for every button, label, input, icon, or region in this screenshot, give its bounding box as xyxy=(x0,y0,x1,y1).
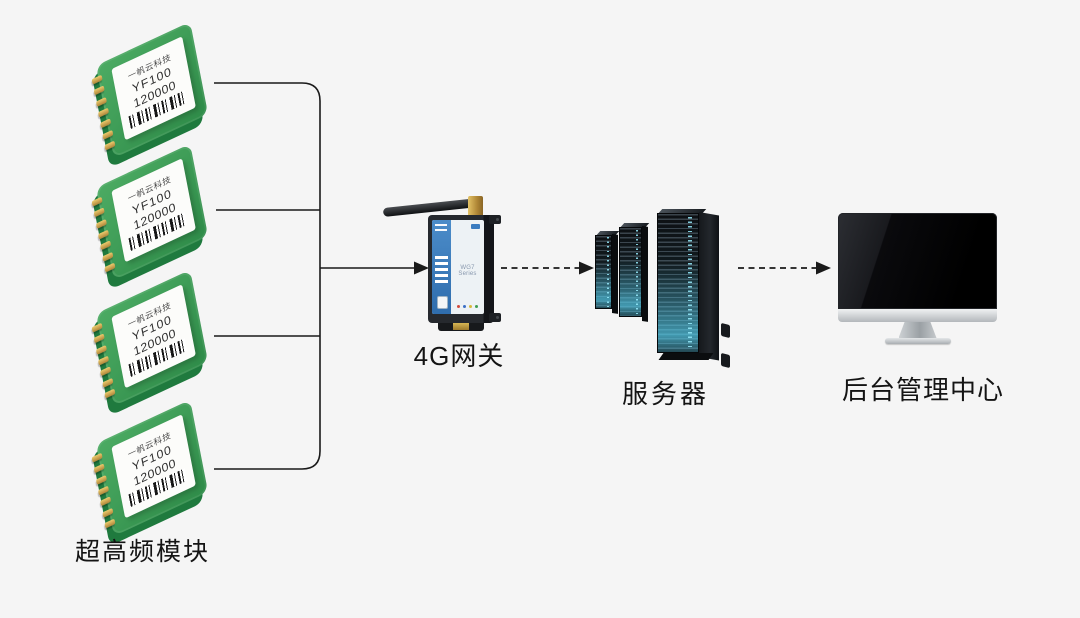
uhf-module-graphic: 一帆云科技 YF100 120000 xyxy=(91,143,209,290)
gateway-blue-stripe xyxy=(432,220,451,314)
tower-front xyxy=(595,235,612,309)
tower-side xyxy=(642,226,648,322)
gateway-model-text: WG7 Series xyxy=(458,265,477,277)
caption-server: 服务器 xyxy=(621,379,709,409)
uhf-module-4: 一帆云科技 YF100 120000 xyxy=(90,399,214,546)
mounting-tab xyxy=(489,313,501,322)
tower-side xyxy=(612,234,618,314)
uhf-module-3: 一帆云科技 YF100 120000 xyxy=(90,269,214,416)
caption-4g-gateway: 4G网关 xyxy=(413,341,505,371)
uhf-module-1: 一帆云科技 YF100 120000 xyxy=(90,21,214,168)
led-yellow xyxy=(469,305,472,308)
stripe-bars xyxy=(435,256,448,283)
server-tower-3 xyxy=(657,209,730,369)
bus-bracket-line xyxy=(214,82,321,470)
serial-port-icon xyxy=(437,296,448,309)
monitor-chin xyxy=(838,309,997,322)
arrow-gateway-to-server xyxy=(501,261,594,275)
caption-management-center: 后台管理中心 xyxy=(841,375,1004,405)
tower-side xyxy=(699,212,719,361)
tower-front xyxy=(657,213,699,353)
server-tower-2 xyxy=(619,223,650,322)
management-monitor xyxy=(838,213,997,344)
arrow-modules-to-gateway xyxy=(320,261,429,275)
stripe-text-marks xyxy=(435,224,447,232)
rack-foot xyxy=(721,352,730,369)
gateway-bottom-connector xyxy=(438,322,484,331)
tower-front xyxy=(619,227,642,317)
arrow-server-to-management xyxy=(738,261,831,275)
gateway-4g-device: WG7 Series xyxy=(428,215,501,323)
led-green xyxy=(475,305,478,308)
gateway-white-panel: WG7 Series xyxy=(451,220,484,314)
status-led-row xyxy=(451,305,484,308)
mounting-tab xyxy=(489,215,501,224)
server-tower-1 xyxy=(595,231,620,314)
monitor-screen xyxy=(838,213,997,309)
uhf-module-graphic: 一帆云科技 YF100 120000 xyxy=(91,269,209,416)
gateway-front-panel: WG7 Series xyxy=(432,220,484,314)
led-red xyxy=(457,305,460,308)
rack-foot xyxy=(721,322,730,339)
led-blue xyxy=(463,305,466,308)
brand-logo-icon xyxy=(471,224,480,229)
antenna-connector xyxy=(468,196,483,217)
tower-pedestal xyxy=(658,353,714,360)
server-rack-group xyxy=(593,209,738,369)
caption-uhf-modules: 超高频模块 xyxy=(75,538,211,566)
uhf-module-graphic: 一帆云科技 YF100 120000 xyxy=(91,21,209,168)
uhf-module-2: 一帆云科技 YF100 120000 xyxy=(90,143,214,290)
monitor-stand-neck xyxy=(898,322,937,338)
uhf-module-graphic: 一帆云科技 YF100 120000 xyxy=(91,399,209,546)
monitor-stand-base xyxy=(884,338,951,344)
gold-terminal xyxy=(453,323,469,330)
